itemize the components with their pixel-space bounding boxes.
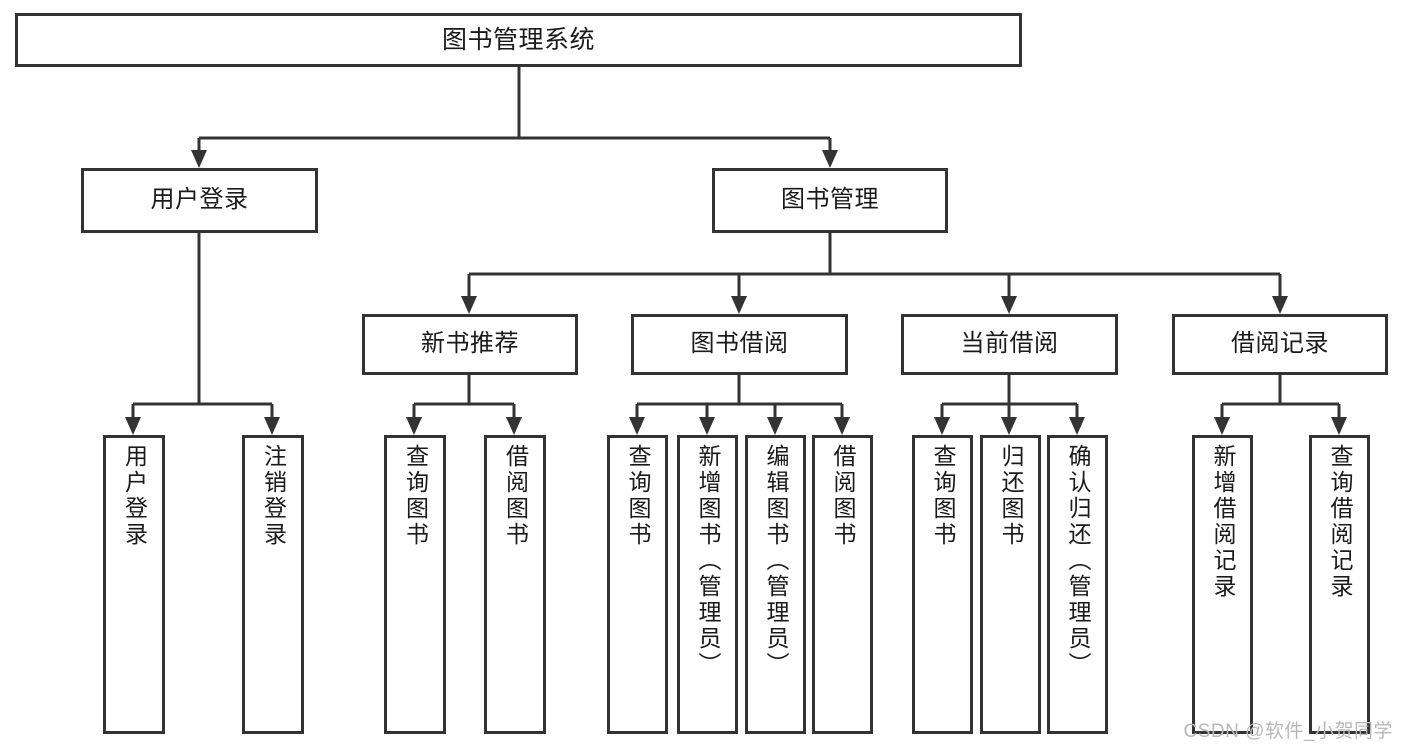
leaf-borrow-book[interactable]: 借阅图书 [812,435,873,734]
node-label: 图书借阅 [690,330,789,358]
leaf-confirm-return-admin[interactable]: 确认归还（管理员） [1047,435,1108,734]
node-label: 图书管理系统 [441,26,595,54]
leaf-user-login[interactable]: 用户登录 [103,435,165,734]
watermark-text: CSDN @软件_小贺同学 [1183,721,1393,742]
node-label: 当前借阅 [960,330,1059,358]
node-label: 图书管理 [781,186,879,214]
node-label: 注销登录 [260,444,287,548]
leaf-query-book-recommend[interactable]: 查询图书 [384,435,446,734]
leaf-return-book[interactable]: 归还图书 [980,435,1041,734]
node-label: 新增借阅记录 [1210,444,1236,600]
node-label: 确认归还（管理员） [1065,444,1091,678]
node-label: 查询图书 [402,444,429,548]
node-user-login[interactable]: 用户登录 [81,168,318,233]
node-label: 查询图书 [930,444,956,548]
node-book-management[interactable]: 图书管理 [712,168,948,233]
node-label: 新书推荐 [421,330,519,358]
node-new-book-recommend[interactable]: 新书推荐 [362,314,578,375]
leaf-add-book-admin[interactable]: 新增图书（管理员） [677,435,738,734]
leaf-query-book-current[interactable]: 查询图书 [912,435,973,734]
node-label: 编辑图书（管理员） [763,444,789,678]
node-label: 用户登录 [150,186,249,214]
node-borrow-record[interactable]: 借阅记录 [1172,314,1388,375]
node-label: 查询借阅记录 [1327,444,1353,600]
node-label: 查询图书 [625,444,651,548]
node-label: 新增图书（管理员） [695,444,721,678]
node-label: 用户登录 [121,444,148,548]
leaf-edit-book-admin[interactable]: 编辑图书（管理员） [745,435,806,734]
node-book-borrow[interactable]: 图书借阅 [631,314,848,375]
node-label: 归还图书 [998,444,1024,548]
node-root-book-management-system[interactable]: 图书管理系统 [15,13,1022,67]
leaf-logout[interactable]: 注销登录 [242,435,304,734]
leaf-add-borrow-record[interactable]: 新增借阅记录 [1192,435,1253,734]
leaf-query-borrow-record[interactable]: 查询借阅记录 [1309,435,1370,734]
node-label: 借阅图书 [830,444,856,548]
node-current-borrow[interactable]: 当前借阅 [901,314,1118,375]
node-label: 借阅图书 [502,444,529,548]
node-label: 借阅记录 [1231,330,1329,358]
leaf-query-book-borrow[interactable]: 查询图书 [607,435,668,734]
leaf-borrow-book-recommend[interactable]: 借阅图书 [484,435,546,734]
